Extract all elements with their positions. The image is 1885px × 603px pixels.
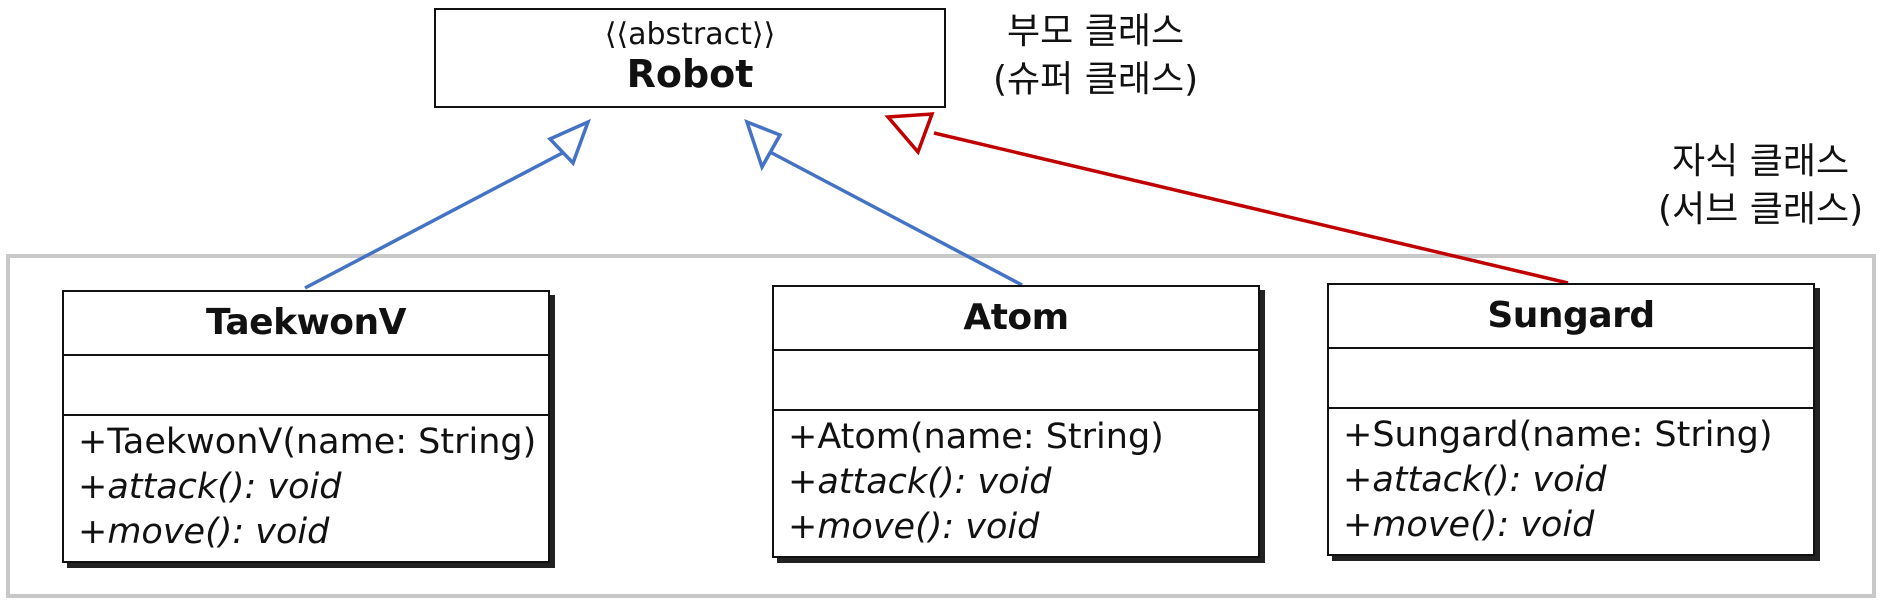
note-child-class: 자식 클래스 (서브 클래스) — [1658, 138, 1863, 234]
inheritance-arrowhead-atom — [744, 118, 783, 172]
class-robot: ⟨⟨abstract⟩⟩ Robot — [434, 8, 946, 108]
operation-move: +move(): void — [1343, 505, 1595, 545]
operation-move: +move(): void — [788, 507, 1040, 547]
inheritance-arrowhead-sungard — [884, 112, 935, 156]
inheritance-line-sungard — [933, 131, 1569, 285]
operations-section: +Atom(name: String) +attack(): void +mov… — [774, 409, 1258, 550]
note-child-line1: 자식 클래스 — [1672, 141, 1850, 182]
operation-constructor: +TaekwonV(name: String) — [78, 422, 537, 462]
inheritance-line-atom — [769, 150, 1023, 287]
stereotype-abstract: ⟨⟨abstract⟩⟩ — [604, 17, 776, 52]
operation-attack: +attack(): void — [1343, 460, 1607, 500]
note-parent-line1: 부모 클래스 — [1007, 11, 1185, 52]
inheritance-arrowhead-taekwonv — [547, 118, 592, 167]
class-sungard: Sungard +Sungard(name: String) +attack()… — [1327, 283, 1815, 556]
attributes-section — [64, 354, 548, 414]
attributes-section — [1329, 347, 1813, 407]
class-name-sungard: Sungard — [1487, 295, 1655, 336]
operation-constructor: +Sungard(name: String) — [1343, 415, 1773, 455]
subclass-group-frame — [6, 254, 1876, 598]
note-parent-line2: (슈퍼 클래스) — [993, 59, 1199, 100]
operation-attack: +attack(): void — [788, 462, 1052, 502]
operations-section: +TaekwonV(name: String) +attack(): void … — [64, 414, 548, 555]
inheritance-line-taekwonv — [304, 148, 569, 290]
class-taekwonv: TaekwonV +TaekwonV(name: String) +attack… — [62, 290, 550, 563]
note-child-line2: (서브 클래스) — [1658, 189, 1864, 230]
note-parent-class: 부모 클래스 (슈퍼 클래스) — [993, 8, 1198, 104]
class-name-robot: Robot — [626, 52, 754, 96]
operation-constructor: +Atom(name: String) — [788, 417, 1164, 457]
class-name-taekwonv: TaekwonV — [205, 302, 407, 343]
operations-section: +Sungard(name: String) +attack(): void +… — [1329, 407, 1813, 548]
operation-move: +move(): void — [78, 512, 330, 552]
attributes-section — [774, 349, 1258, 409]
class-name-atom: Atom — [963, 297, 1069, 338]
operation-attack: +attack(): void — [78, 467, 342, 507]
class-atom: Atom +Atom(name: String) +attack(): void… — [772, 285, 1260, 558]
